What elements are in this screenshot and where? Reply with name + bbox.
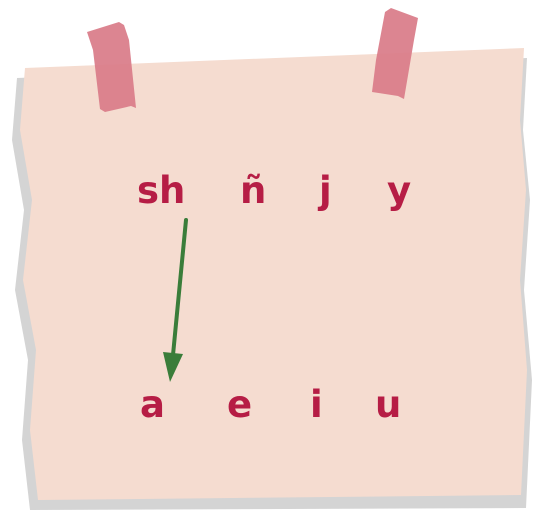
vowel-e: e — [227, 386, 252, 423]
vowel-u: u — [375, 386, 401, 423]
paper-sheet — [20, 48, 527, 500]
consonant-j: j — [319, 172, 332, 209]
consonant-sh: sh — [137, 172, 185, 209]
consonant-n-tilde: ñ — [240, 172, 266, 209]
vowel-i: i — [310, 386, 323, 423]
vowel-a: a — [140, 386, 165, 423]
consonant-y: y — [387, 172, 411, 209]
